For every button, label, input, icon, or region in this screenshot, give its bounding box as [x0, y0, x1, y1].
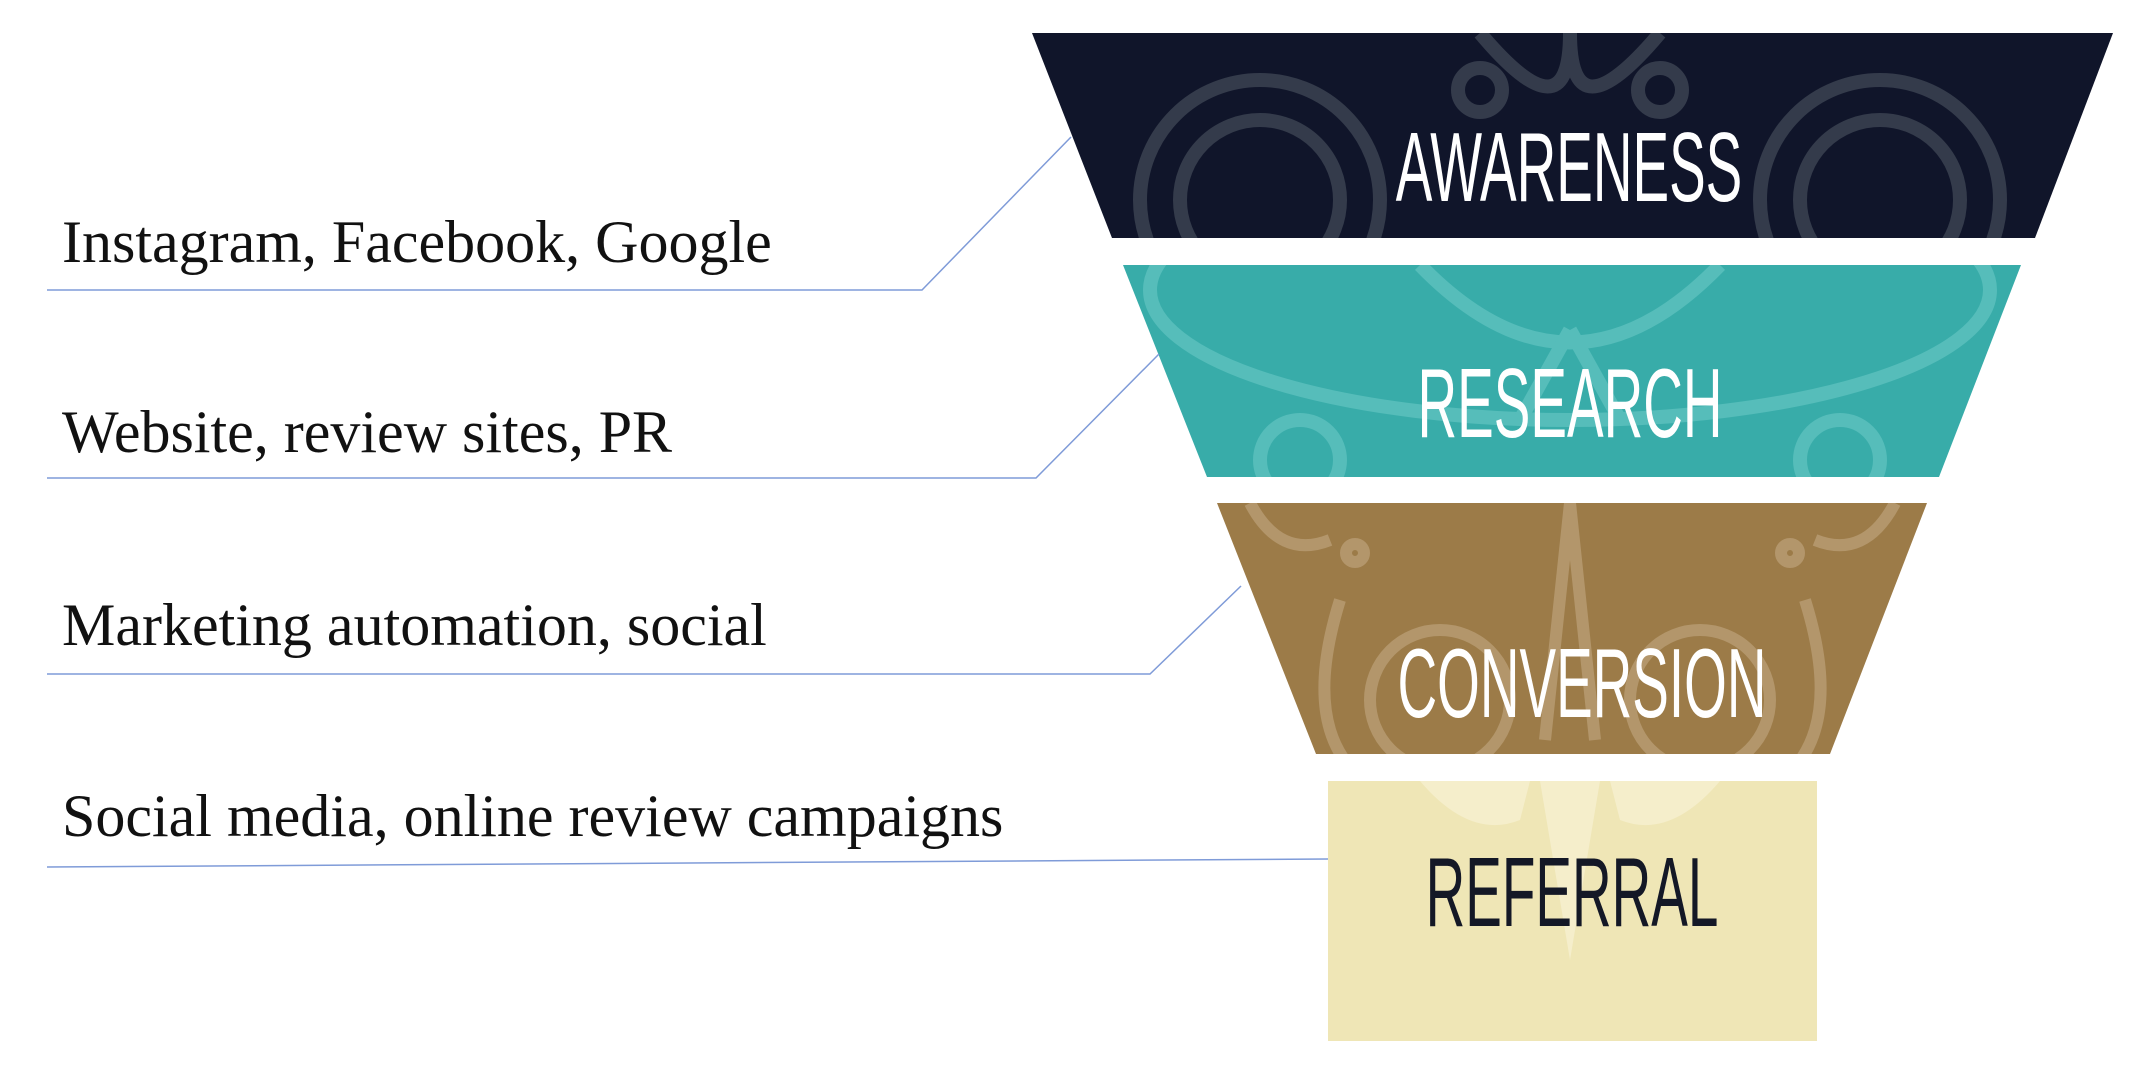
stage-shape — [1217, 503, 1927, 754]
stage-label: CONVERSION — [1398, 628, 1767, 738]
ornament-pattern — [1420, 781, 1720, 960]
ornament-pattern — [1133, 33, 2007, 238]
connector-line-conversion — [47, 585, 1242, 675]
connector-line-research — [47, 353, 1160, 479]
stage-label: RESEARCH — [1418, 348, 1723, 458]
channel-label-research: Website, review sites, PR — [62, 399, 672, 465]
ornament-pattern — [1143, 265, 1997, 477]
channel-label-referral: Social media, online review campaigns — [62, 783, 1003, 849]
connector-line-awareness — [47, 136, 1072, 291]
channel-label-conversion: Marketing automation, social — [62, 592, 767, 658]
connector-line-referral — [46, 858, 1329, 868]
funnel-stage-research: RESEARCH — [1123, 265, 2021, 477]
ornament-pattern — [1244, 503, 1901, 754]
stage-label: REFERRAL — [1426, 837, 1719, 947]
funnel-stage-awareness: AWARENESS — [1032, 33, 2113, 238]
channel-label-awareness: Instagram, Facebook, Google — [62, 209, 772, 275]
funnel-stage-conversion: CONVERSION — [1217, 503, 1927, 754]
stage-shape — [1123, 265, 2021, 477]
funnel-stage-referral: REFERRAL — [1328, 781, 1817, 1041]
stage-label: AWARENESS — [1396, 112, 1743, 222]
